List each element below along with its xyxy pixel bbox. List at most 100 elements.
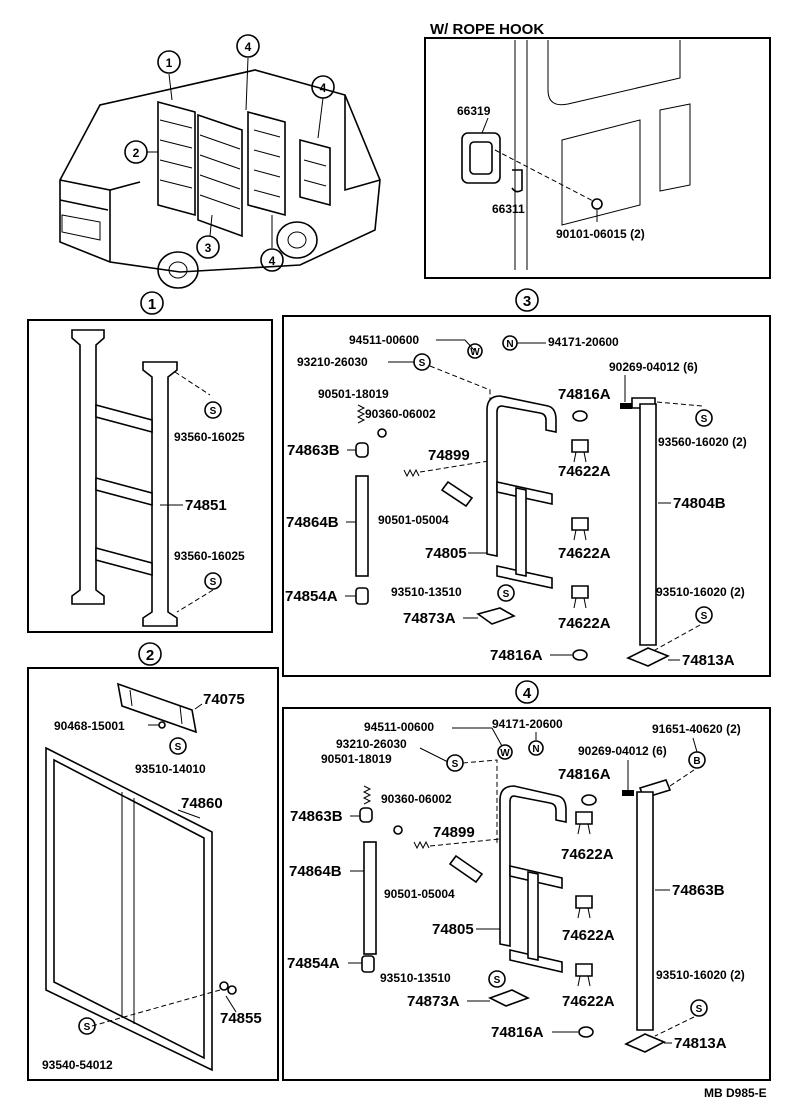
part-94171-20600: 94171-20600 bbox=[548, 335, 619, 349]
svg-text:S: S bbox=[494, 975, 501, 986]
svg-text:S: S bbox=[452, 759, 459, 770]
svg-text:S: S bbox=[210, 577, 217, 588]
svg-text:N: N bbox=[532, 744, 539, 755]
overview-callout-4-top-text: 4 bbox=[245, 40, 252, 54]
overview-callout-1-text: 1 bbox=[166, 56, 173, 70]
part-74860: 74860 bbox=[181, 795, 223, 812]
part-93560-16020: 93560-16020 (2) bbox=[658, 435, 747, 449]
part-74816a: 74816A bbox=[558, 386, 611, 403]
part4-74864b: 74864B bbox=[289, 863, 342, 880]
svg-text:S: S bbox=[210, 406, 217, 417]
overview-callout-4-top bbox=[236, 34, 260, 58]
overview-truck: 1 4 4 2 3 4 bbox=[59, 34, 381, 289]
overview-callout-4-bottom-text: 4 bbox=[269, 254, 276, 268]
svg-text:S: S bbox=[701, 611, 708, 622]
svg-text:W: W bbox=[500, 748, 510, 759]
part-90101-06015: 90101-06015 (2) bbox=[556, 227, 645, 241]
part-74622a-top: 74622A bbox=[558, 463, 611, 480]
part4-74863b: 74863B bbox=[290, 808, 343, 825]
part-74816a-bottom: 74816A bbox=[490, 647, 543, 664]
overview-callout-2 bbox=[124, 140, 148, 164]
part-74851: 74851 bbox=[185, 497, 227, 514]
part-74804b: 74804B bbox=[673, 495, 726, 512]
overview-callout-4-bottom bbox=[260, 248, 284, 272]
part-66319: 66319 bbox=[457, 104, 491, 118]
part4-94511-00600: 94511-00600 bbox=[364, 720, 434, 734]
part-74864b: 74864B bbox=[286, 514, 339, 531]
rope-hook-panel: W/ ROPE HOOK 66319 66311 90101-06015 (2) bbox=[424, 21, 771, 279]
part4-90269-04012: 90269-04012 (6) bbox=[578, 744, 667, 758]
part4-74816a: 74816A bbox=[558, 766, 611, 783]
diagram-code: MB D985-E bbox=[704, 1086, 767, 1100]
part4-74622a-top: 74622A bbox=[561, 846, 614, 863]
part4-93510-13510: 93510-13510 bbox=[380, 971, 451, 985]
part4-74863b-rail: 74863B bbox=[672, 882, 725, 899]
part-93210-26030: 93210-26030 bbox=[297, 355, 368, 369]
part4-90501-18019: 90501-18019 bbox=[321, 752, 392, 766]
part4-74899: 74899 bbox=[433, 824, 475, 841]
section-1-ladder: S 93560-16025 74851 93560-16025 S bbox=[27, 319, 273, 633]
section-2-panel: 74075 90468-15001 S 93510-14010 74860 74… bbox=[27, 667, 279, 1081]
svg-text:S: S bbox=[175, 742, 182, 753]
part-93510-13510: 93510-13510 bbox=[391, 585, 462, 599]
part-90468-15001: 90468-15001 bbox=[54, 719, 125, 733]
overview-callout-3-text: 3 bbox=[205, 241, 212, 255]
part-74899: 74899 bbox=[428, 447, 470, 464]
part-90501-18019: 90501-18019 bbox=[318, 387, 389, 401]
part4-93510-16020: 93510-16020 (2) bbox=[656, 968, 745, 982]
svg-text:S: S bbox=[503, 589, 510, 600]
part-90269-04012: 90269-04012 (6) bbox=[609, 360, 698, 374]
part4-74622a-mid: 74622A bbox=[562, 927, 615, 944]
part-93560-16025-top: 93560-16025 bbox=[174, 430, 245, 444]
part-90360-06002: 90360-06002 bbox=[365, 407, 436, 421]
part4-90501-05004: 90501-05004 bbox=[384, 887, 455, 901]
part4-74854a: 74854A bbox=[287, 955, 340, 972]
part-74622a-mid: 74622A bbox=[558, 545, 611, 562]
rope-hook-header: W/ ROPE HOOK bbox=[430, 21, 544, 38]
part-74863b: 74863B bbox=[287, 442, 340, 459]
overview-callout-2-text: 2 bbox=[133, 146, 140, 160]
svg-text:B: B bbox=[693, 756, 700, 767]
part4-91651-40620: 91651-40620 (2) bbox=[652, 722, 741, 736]
svg-text:W: W bbox=[470, 347, 480, 358]
svg-text:S: S bbox=[701, 414, 708, 425]
part-90501-05004: 90501-05004 bbox=[378, 513, 449, 527]
part-66311: 66311 bbox=[492, 202, 525, 216]
part-74622a-bottom: 74622A bbox=[558, 615, 611, 632]
part-74855: 74855 bbox=[220, 1010, 262, 1027]
overview-callout-4-right bbox=[311, 75, 335, 99]
overview-callout-1 bbox=[157, 50, 181, 74]
part-94511-00600: 94511-00600 bbox=[349, 333, 419, 347]
part-74813a: 74813A bbox=[682, 652, 735, 669]
part-93510-14010: 93510-14010 bbox=[135, 762, 206, 776]
svg-text:S: S bbox=[696, 1004, 703, 1015]
section-2-callout: 2 bbox=[146, 647, 154, 664]
section-3-hand-rail: 94511-00600 W N 94171-20600 93210-26030 … bbox=[282, 315, 771, 677]
part-93540-54012: 93540-54012 bbox=[42, 1058, 113, 1072]
part-74873a: 74873A bbox=[403, 610, 456, 627]
part-93510-16020: 93510-16020 (2) bbox=[656, 585, 745, 599]
section-4-hand-rail: 94511-00600 W 94171-20600 N 91651-40620 … bbox=[282, 707, 771, 1081]
svg-text:S: S bbox=[84, 1022, 91, 1033]
section-1-callout: 1 bbox=[148, 296, 156, 313]
svg-text:S: S bbox=[419, 358, 426, 369]
part4-74622a-bottom: 74622A bbox=[562, 993, 615, 1010]
section-3-callout: 3 bbox=[523, 293, 531, 310]
part-74854a: 74854A bbox=[285, 588, 338, 605]
overview-callout-3 bbox=[196, 235, 220, 259]
part-74075: 74075 bbox=[203, 691, 245, 708]
overview-callout-4-right-text: 4 bbox=[320, 81, 327, 95]
part4-74816a-bottom: 74816A bbox=[491, 1024, 544, 1041]
part4-74873a: 74873A bbox=[407, 993, 460, 1010]
part4-74813a: 74813A bbox=[674, 1035, 727, 1052]
part4-90360-06002: 90360-06002 bbox=[381, 792, 452, 806]
part4-93210-26030: 93210-26030 bbox=[336, 737, 407, 751]
svg-text:N: N bbox=[506, 339, 513, 350]
section-4-callout: 4 bbox=[523, 685, 532, 702]
part-74805: 74805 bbox=[425, 545, 467, 562]
part4-74805: 74805 bbox=[432, 921, 474, 938]
part4-94171-20600: 94171-20600 bbox=[492, 717, 563, 731]
part-93560-16025-bottom: 93560-16025 bbox=[174, 549, 245, 563]
